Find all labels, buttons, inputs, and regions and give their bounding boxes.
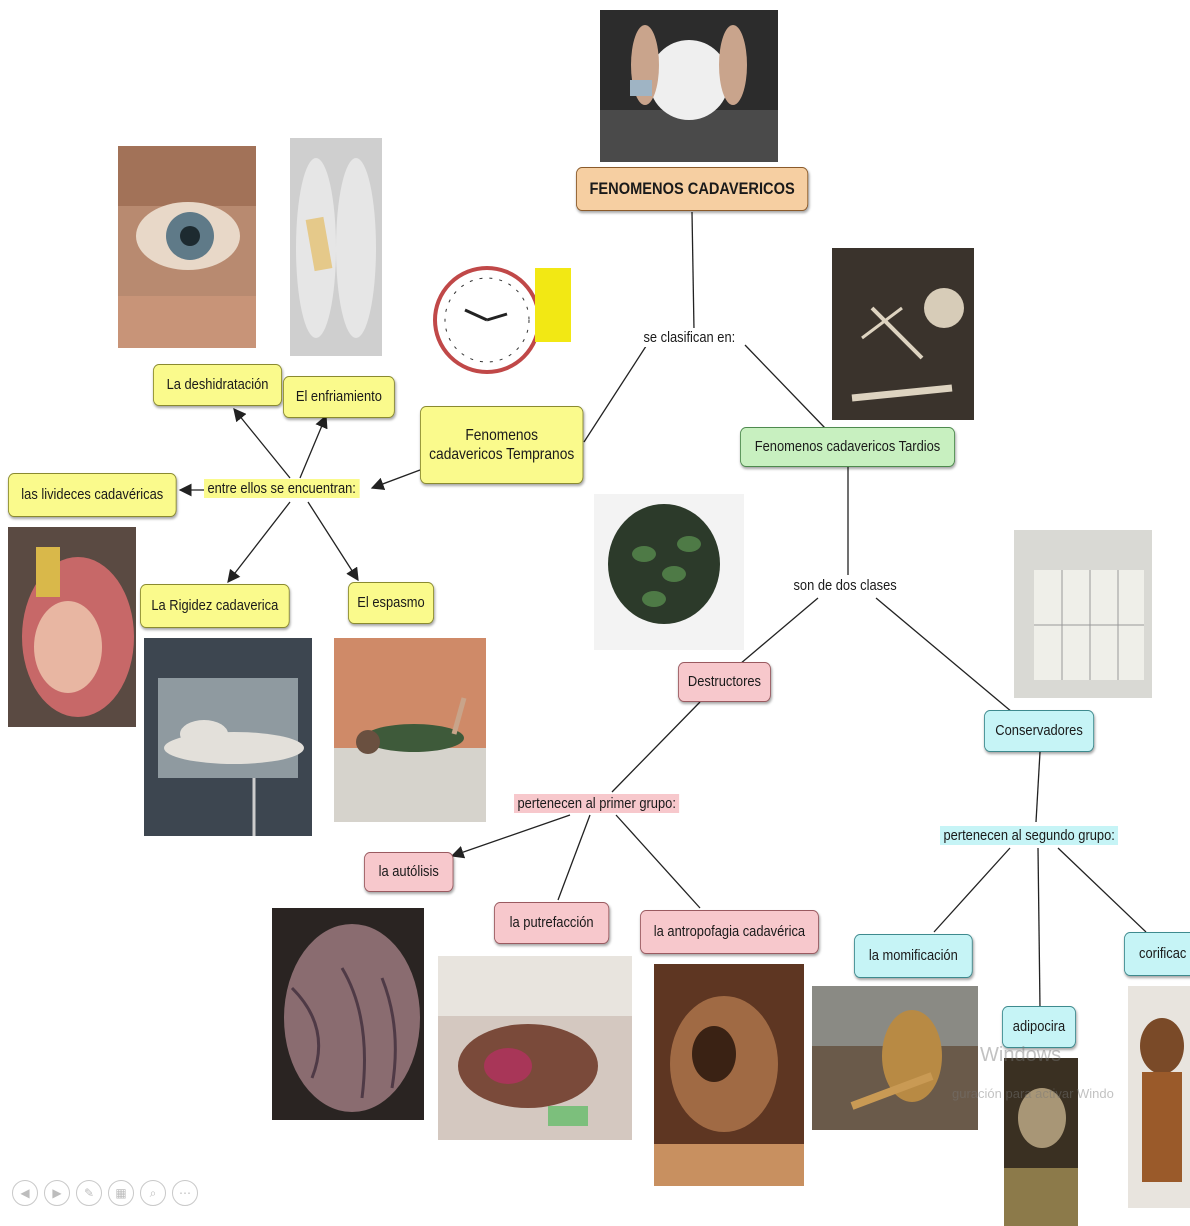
node-enfriamiento[interactable]: El enfriamiento <box>283 376 395 418</box>
back-icon[interactable]: ◀ <box>12 1180 38 1206</box>
connector-line <box>611 701 701 793</box>
activation-watermark-subtext: guración para activar Windo <box>952 1086 1114 1101</box>
mummification-photo <box>812 986 978 1130</box>
connector-line <box>583 339 651 443</box>
adipocere-photo <box>1004 1058 1078 1226</box>
node-deshidratacion[interactable]: La deshidratación <box>153 364 282 406</box>
connector-arrow <box>233 407 291 479</box>
connector-line <box>739 597 819 665</box>
connector-arrow <box>450 814 571 859</box>
link-label-se-clasifican: se clasifican en: <box>640 328 739 347</box>
connector-line <box>1035 751 1041 823</box>
connector-line <box>1057 847 1147 933</box>
anthropophagy-photo <box>654 964 804 1186</box>
node-tempranos[interactable]: Fenomenos cadavericos Tempranos <box>420 406 584 484</box>
node-corificacion[interactable]: corificac <box>1124 932 1190 976</box>
corification-photo <box>1128 986 1190 1208</box>
title-node[interactable]: FENOMENOS CADAVERICOS <box>576 167 809 211</box>
clock-diagram-photo <box>425 222 577 398</box>
cadaveric-spasm-photo <box>334 638 486 822</box>
connector-line <box>691 211 695 331</box>
slide-navigation: ◀ ▶ ✎ ▦ ⌕ ⋯ <box>12 1180 198 1206</box>
link-label-segundo-grupo: pertenecen al segundo grupo: <box>940 826 1119 845</box>
connector-arrow <box>299 414 328 479</box>
node-autolisis[interactable]: la autólisis <box>364 852 454 892</box>
node-adipocira[interactable]: adipocira <box>1002 1006 1076 1048</box>
node-momificacion[interactable]: la momificación <box>854 934 973 978</box>
eye-photo <box>118 146 256 348</box>
morgue-drawers-photo <box>1014 530 1152 698</box>
livor-mortis-photo <box>8 527 136 727</box>
connector-line <box>744 344 826 429</box>
connector-arrow <box>307 501 359 582</box>
link-label-primer-grupo: pertenecen al primer grupo: <box>514 794 680 813</box>
node-rigidez[interactable]: La Rigidez cadaverica <box>140 584 290 628</box>
pencil-icon[interactable]: ✎ <box>76 1180 102 1206</box>
connector-line <box>557 814 591 901</box>
autolysis-photo <box>272 908 424 1120</box>
toe-tag-feet-photo <box>290 138 382 356</box>
connector-arrow <box>227 501 291 584</box>
link-label-son-de-dos: son de dos clases <box>790 576 901 595</box>
connector-line <box>615 814 701 909</box>
connector-line <box>875 597 1013 713</box>
link-label-entre-ellos: entre ellos se encuentran: <box>204 479 360 498</box>
node-conservadores[interactable]: Conservadores <box>984 710 1095 752</box>
slide-icon[interactable]: ▦ <box>108 1180 134 1206</box>
skeleton-photo <box>832 248 974 420</box>
play-icon[interactable]: ▶ <box>44 1180 70 1206</box>
connector-arrow <box>370 469 421 490</box>
rigor-mortis-photo <box>144 638 312 836</box>
more-icon[interactable]: ⋯ <box>172 1180 198 1206</box>
node-tardios[interactable]: Fenomenos cadavericos Tardios <box>740 427 955 467</box>
connector-line <box>1037 847 1041 1009</box>
node-putrefaccion[interactable]: la putrefacción <box>494 902 610 944</box>
node-espasmo[interactable]: El espasmo <box>348 582 434 624</box>
node-livideces[interactable]: las livideces cadavéricas <box>8 473 177 517</box>
flies-photo <box>594 494 744 650</box>
connector-line <box>933 847 1011 933</box>
zoom-icon[interactable]: ⌕ <box>140 1180 166 1206</box>
morgue-table-photo <box>600 10 778 162</box>
activation-watermark: Windows <box>980 1044 1062 1066</box>
node-antropofagia[interactable]: la antropofagia cadavérica <box>640 910 819 954</box>
node-destructores[interactable]: Destructores <box>678 662 771 702</box>
putrefaction-photo <box>438 956 632 1140</box>
